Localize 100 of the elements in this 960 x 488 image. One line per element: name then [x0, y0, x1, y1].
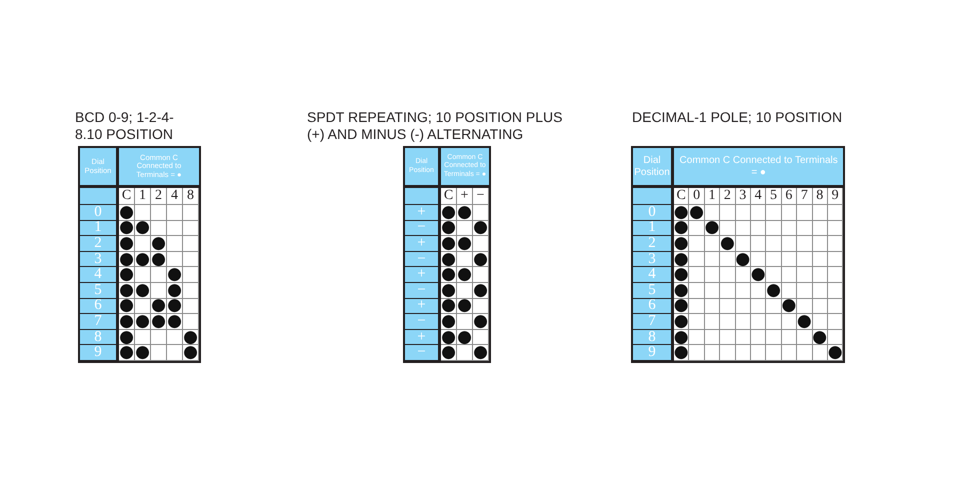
contact-dot: ●: [457, 328, 472, 346]
contact-dot: ●: [119, 282, 134, 299]
terminal-label: 1: [135, 188, 151, 205]
contact-dot: ●: [674, 219, 689, 236]
contact-dot: ●: [674, 234, 689, 252]
column-heading: Common C Connected to Terminals = ●: [674, 148, 844, 188]
contact-dot: ●: [441, 219, 456, 236]
dial-position-label: 6: [633, 298, 674, 314]
contact-dot: ●: [674, 250, 689, 268]
terminal-label: C: [441, 188, 457, 205]
contact-dot: ●: [119, 312, 134, 330]
contact-dot: ●: [119, 266, 134, 284]
dial-position-label: 1: [80, 220, 119, 236]
contact-dot: ●: [183, 328, 198, 346]
contact-dot: ●: [119, 328, 134, 346]
contact-dot: ●: [167, 312, 182, 330]
contact-dot: ●: [441, 282, 456, 299]
contact-dot: ●: [119, 204, 134, 221]
contact-dot: ●: [441, 234, 456, 252]
contact-dot: ●: [167, 282, 182, 299]
contact-dot: ●: [457, 297, 472, 314]
contact-dot: ●: [473, 344, 488, 362]
contact-dot: ●: [183, 344, 198, 362]
terminal-label: 4: [750, 188, 766, 205]
terminal-label: 5: [766, 188, 782, 205]
dial-position-label: 5: [633, 282, 674, 299]
terminal-label: 6: [782, 188, 798, 205]
dial-position-label: +: [405, 298, 441, 314]
terminal-label: 7: [797, 188, 813, 205]
dial-position-label: 5: [80, 282, 119, 299]
dial-position-label: +: [405, 330, 441, 346]
contact-dot: ●: [135, 219, 150, 236]
contact-dot: ●: [151, 250, 166, 268]
terminal-label: 4: [167, 188, 183, 205]
contact-dot: ●: [119, 297, 134, 314]
dial-position-label: 4: [80, 267, 119, 283]
contact-dot: ●: [151, 312, 166, 330]
contact-dot: ●: [457, 234, 472, 252]
terminal-label: +: [457, 188, 473, 205]
contact-dot: ●: [473, 282, 488, 299]
dial-position-label: −: [405, 345, 441, 361]
contact-dot: ●: [674, 328, 689, 346]
dial-position-label: 2: [80, 236, 119, 252]
contact-dot: ●: [441, 204, 456, 221]
contact-dot: ●: [119, 250, 134, 268]
terminal-label: 8: [812, 188, 828, 205]
contact-dot: ●: [674, 312, 689, 330]
dial-position-label: 3: [633, 252, 674, 268]
dial-position-label: 1: [633, 220, 674, 236]
contact-dot: ●: [119, 234, 134, 252]
contact-dot: ●: [167, 297, 182, 314]
dial-position-label: −: [405, 252, 441, 268]
contact-dot: ●: [135, 282, 150, 299]
contact-dot: ●: [135, 250, 150, 268]
terminal-label: 3: [736, 188, 751, 205]
dial-position-label: 3: [80, 252, 119, 268]
dial-position-label: 9: [80, 345, 119, 361]
contact-dot: ●: [674, 266, 689, 284]
contact-dot: ●: [441, 312, 456, 330]
contact-dot: ●: [796, 312, 812, 330]
table-title: DECIMAL-1 POLE; 10 POSITION: [632, 109, 844, 126]
table-title: BCD 0-9; 1-2-4-8.10 POSITION: [75, 109, 175, 143]
contact-dot: ●: [457, 266, 472, 284]
terminal-label: 9: [828, 188, 844, 205]
contact-dot: ●: [828, 344, 843, 362]
contact-dot: ●: [674, 297, 689, 314]
contact-dot: ●: [704, 219, 720, 236]
dial-position-label: 0: [80, 205, 119, 221]
contact-dot: ●: [735, 250, 750, 268]
contact-dot: ●: [812, 328, 828, 346]
contact-dot: ●: [674, 204, 689, 221]
dial-position-label: 9: [633, 345, 674, 361]
dial-position-label: +: [405, 267, 441, 283]
terminal-label: C: [119, 188, 135, 205]
contact-dot: ●: [441, 297, 456, 314]
dial-position-label: −: [405, 282, 441, 299]
contact-dot: ●: [135, 312, 150, 330]
contact-dot: ●: [441, 266, 456, 284]
contact-dot: ●: [441, 328, 456, 346]
contact-dot: ●: [441, 344, 456, 362]
contact-dot: ●: [720, 234, 735, 252]
contact-dot: ●: [674, 282, 689, 299]
terminal-label: −: [473, 188, 489, 205]
contact-dot: ●: [750, 266, 766, 284]
terminal-label: 1: [704, 188, 720, 205]
contact-dot: ●: [457, 204, 472, 221]
contact-dot: ●: [473, 250, 488, 268]
contact-dot: ●: [441, 250, 456, 268]
terminal-label: 0: [689, 188, 705, 205]
dial-position-label: −: [405, 314, 441, 330]
dial-position-label: 7: [80, 314, 119, 330]
table-title: SPDT REPEATING; 10 POSITION PLUS (+) AND MINUS (-) ALTERNATING: [307, 109, 564, 143]
column-heading: Dial Position: [633, 148, 674, 188]
dial-position-label: +: [405, 205, 441, 221]
dial-position-label: −: [405, 220, 441, 236]
dial-position-label: 6: [80, 298, 119, 314]
dial-position-label: +: [405, 236, 441, 252]
contact-dot: ●: [473, 312, 488, 330]
contact-dot: ●: [119, 219, 134, 236]
terminal-label: 8: [183, 188, 199, 205]
